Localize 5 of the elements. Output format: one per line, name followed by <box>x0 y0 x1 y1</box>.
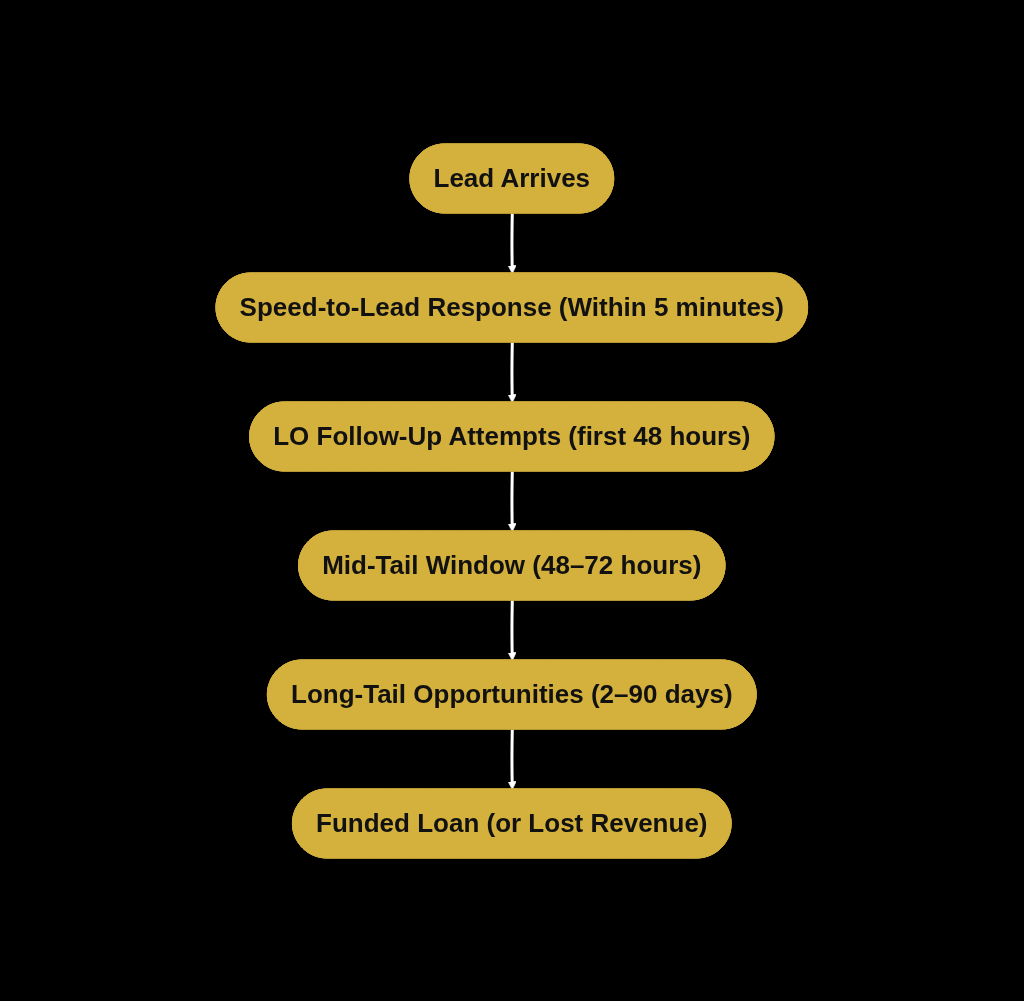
arrow <box>507 470 517 532</box>
arrow <box>507 212 517 274</box>
arrow <box>507 599 517 661</box>
arrow <box>507 728 517 790</box>
arrow <box>507 341 517 403</box>
